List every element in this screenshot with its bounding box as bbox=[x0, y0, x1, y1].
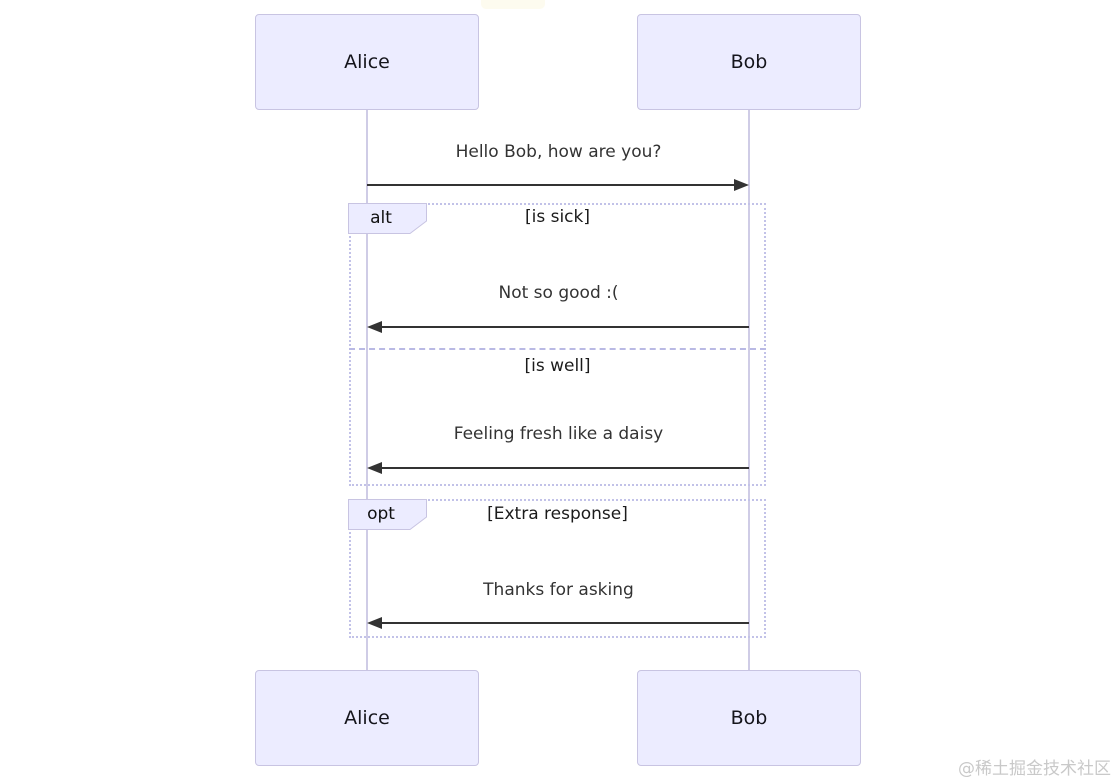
actor-bottom-alice: Alice bbox=[255, 670, 479, 766]
opt-condition: [Extra response] bbox=[487, 504, 628, 524]
actor-label: Alice bbox=[344, 707, 390, 729]
watermark: @稀土掘金技术社区 bbox=[958, 759, 1111, 779]
message-text: Hello Bob, how are you? bbox=[455, 142, 662, 162]
actor-bottom-bob: Bob bbox=[637, 670, 861, 766]
label-tag-shape bbox=[348, 499, 427, 530]
actor-top-bob: Bob bbox=[637, 14, 861, 110]
opt-label: opt bbox=[348, 499, 427, 530]
alt-label: alt bbox=[348, 203, 427, 234]
message-text: Not so good :( bbox=[498, 283, 619, 303]
message-text: Feeling fresh like a daisy bbox=[453, 424, 664, 444]
opt-label-text: opt bbox=[367, 504, 395, 524]
arrowhead-left-icon bbox=[367, 617, 382, 629]
opt-frame bbox=[349, 499, 766, 638]
lifeline-alice bbox=[366, 110, 368, 670]
alt-frame bbox=[349, 203, 766, 486]
message-arrow-line bbox=[380, 622, 749, 624]
alt-condition-1: [is sick] bbox=[524, 207, 591, 227]
message-arrow-line bbox=[367, 184, 736, 186]
message-arrow-line bbox=[380, 326, 749, 328]
alt-label-text: alt bbox=[370, 208, 392, 228]
alt-condition-2: [is well] bbox=[524, 356, 591, 376]
alt-divider bbox=[349, 348, 766, 350]
label-tag-shape bbox=[348, 203, 427, 234]
actor-label: Alice bbox=[344, 51, 390, 73]
message-arrow-line bbox=[380, 467, 749, 469]
clipped-note-fragment bbox=[481, 0, 545, 9]
message-text: Thanks for asking bbox=[483, 580, 634, 600]
actor-top-alice: Alice bbox=[255, 14, 479, 110]
actor-label: Bob bbox=[730, 51, 768, 73]
arrowhead-left-icon bbox=[367, 462, 382, 474]
arrowhead-left-icon bbox=[367, 321, 382, 333]
actor-label: Bob bbox=[730, 707, 768, 729]
arrowhead-right-icon bbox=[734, 179, 749, 191]
lifeline-bob bbox=[748, 110, 750, 670]
